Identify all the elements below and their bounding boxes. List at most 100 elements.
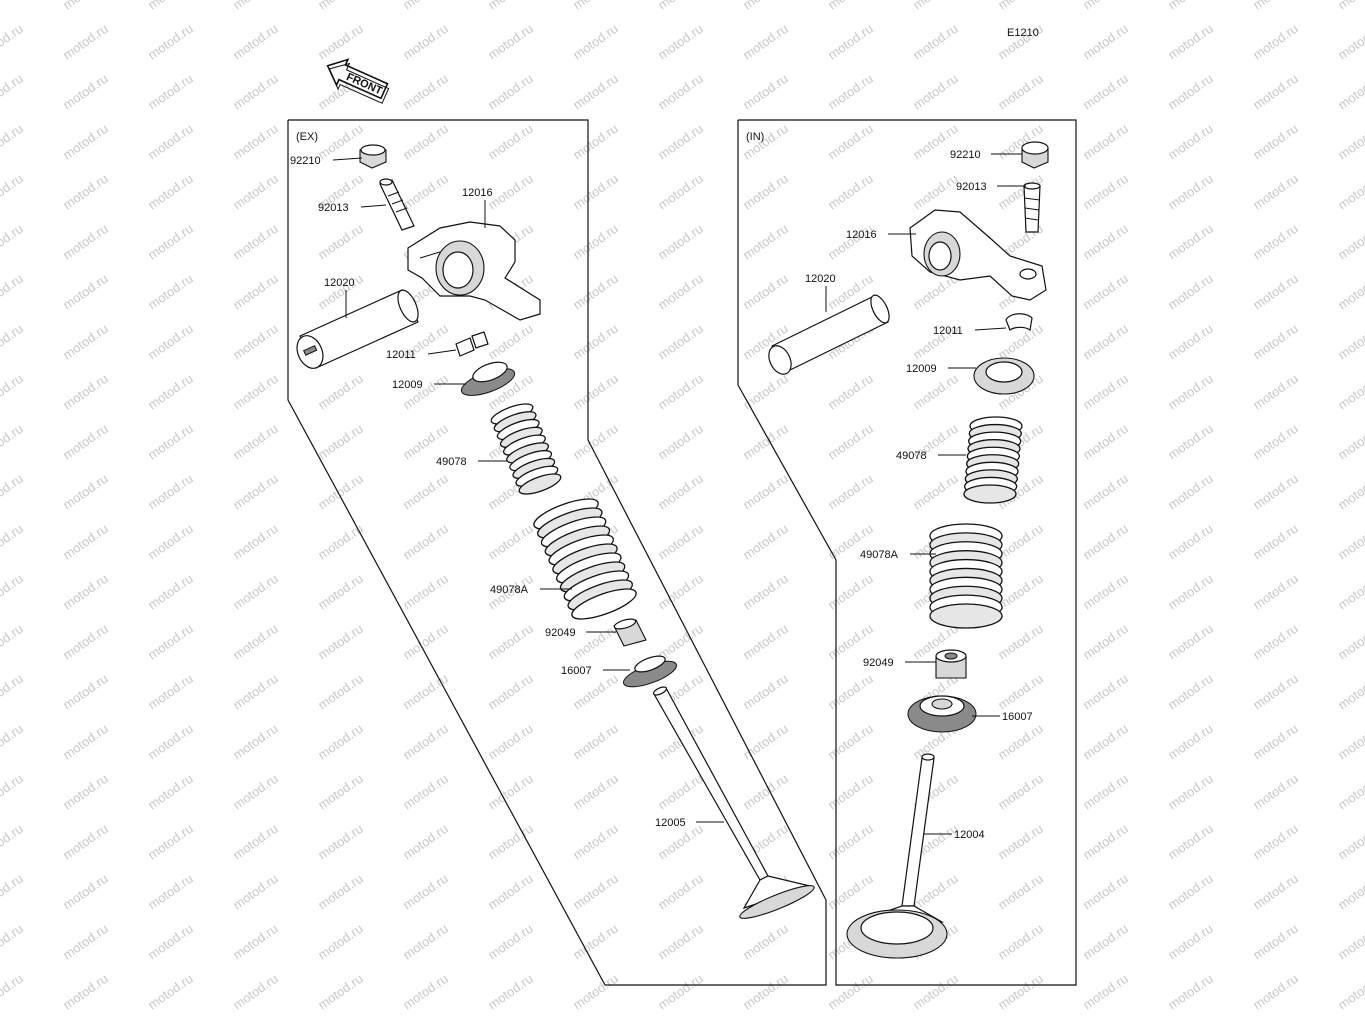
watermark-text: motod.ru bbox=[825, 571, 876, 613]
watermark-text: motod.ru bbox=[60, 221, 111, 263]
watermark-text: motod.ru bbox=[1165, 971, 1216, 1013]
watermark-text: motod.ru bbox=[145, 621, 196, 663]
watermark-text: motod.ru bbox=[400, 571, 451, 613]
watermark-text: motod.ru bbox=[315, 621, 366, 663]
watermark-text: motod.ru bbox=[485, 971, 536, 1013]
watermark-text: motod.ru bbox=[740, 221, 791, 263]
watermark-text: motod.ru bbox=[740, 471, 791, 513]
watermark-text: motod.ru bbox=[570, 121, 621, 163]
watermark-text: motod.ru bbox=[145, 521, 196, 563]
watermark-text: motod.ru bbox=[315, 871, 366, 913]
watermark-text: motod.ru bbox=[0, 571, 26, 613]
watermark-text: motod.ru bbox=[1165, 371, 1216, 413]
ex-inner-spring bbox=[490, 403, 562, 495]
in-retainer-nut bbox=[1021, 141, 1049, 169]
watermark-text: motod.ru bbox=[570, 221, 621, 263]
watermark-text: motod.ru bbox=[655, 71, 706, 113]
watermark-text: motod.ru bbox=[1080, 821, 1131, 863]
watermark-text: motod.ru bbox=[400, 671, 451, 713]
watermark-text: motod.ru bbox=[315, 671, 366, 713]
watermark-text: motod.ru bbox=[145, 971, 196, 1013]
watermark-text: motod.ru bbox=[400, 521, 451, 563]
watermark-text: motod.ru bbox=[230, 721, 281, 763]
watermark-text: motod.ru bbox=[0, 721, 26, 763]
watermark-text: motod.ru bbox=[740, 421, 791, 463]
watermark-text: motod.ru bbox=[145, 321, 196, 363]
watermark-text: motod.ru bbox=[315, 221, 366, 263]
watermark-text: motod.ru bbox=[1335, 821, 1365, 863]
watermark-text: motod.ru bbox=[1335, 271, 1365, 313]
in-callouts: 92210 92013 12016 12020 12011 12009 4907… bbox=[805, 149, 1033, 841]
watermark-text: motod.ru bbox=[400, 871, 451, 913]
watermark-text: motod.ru bbox=[1165, 871, 1216, 913]
watermark-text: motod.ru bbox=[230, 71, 281, 113]
ex-cotter bbox=[455, 331, 489, 357]
ex-rocker-shaft bbox=[296, 289, 419, 369]
watermark-text: motod.ru bbox=[1335, 971, 1365, 1013]
watermark-text: motod.ru bbox=[1080, 221, 1131, 263]
ex-callout-12016: 12016 bbox=[462, 187, 493, 199]
watermark-text: motod.ru bbox=[0, 421, 26, 463]
watermark-text: motod.ru bbox=[1335, 321, 1365, 363]
watermark-text: motod.ru bbox=[230, 821, 281, 863]
watermark-text: motod.ru bbox=[1165, 571, 1216, 613]
in-outer-spring bbox=[929, 523, 1003, 629]
watermark-text: motod.ru bbox=[570, 771, 621, 813]
watermark-text: motod.ru bbox=[315, 471, 366, 513]
watermark-text: motod.ru bbox=[1335, 871, 1365, 913]
watermark-text: motod.ru bbox=[825, 471, 876, 513]
watermark-text: motod.ru bbox=[60, 121, 111, 163]
watermark-text: motod.ru bbox=[230, 871, 281, 913]
watermark-text: motod.ru bbox=[145, 771, 196, 813]
watermark-text: motod.ru bbox=[1335, 471, 1365, 513]
watermark-text: motod.ru bbox=[825, 421, 876, 463]
watermark-text: motod.ru bbox=[1165, 721, 1216, 763]
watermark-text: motod.ru bbox=[145, 121, 196, 163]
watermark-text: motod.ru bbox=[145, 371, 196, 413]
watermark-text: motod.ru bbox=[570, 721, 621, 763]
watermark-text: motod.ru bbox=[400, 971, 451, 1013]
watermark-text: motod.ru bbox=[145, 221, 196, 263]
watermark-text: motod.ru bbox=[1080, 121, 1131, 163]
watermark-text: motod.ru bbox=[485, 821, 536, 863]
in-callout-12004: 12004 bbox=[954, 829, 985, 841]
watermark-text: motod.ru bbox=[400, 471, 451, 513]
watermark-text: motod.ru bbox=[0, 771, 26, 813]
in-panel-frame bbox=[737, 119, 1077, 986]
watermark-text: motod.ru bbox=[145, 471, 196, 513]
in-inner-spring bbox=[963, 416, 1023, 504]
watermark-text: motod.ru bbox=[1165, 671, 1216, 713]
watermark-text: motod.ru bbox=[1080, 771, 1131, 813]
watermark-text: motod.ru bbox=[1165, 521, 1216, 563]
watermark-text: motod.ru bbox=[570, 21, 621, 63]
ex-callout-12011: 12011 bbox=[386, 349, 416, 361]
watermark-text: motod.ru bbox=[1250, 821, 1301, 863]
watermark-text: motod.ru bbox=[655, 521, 706, 563]
watermark-text: motod.ru bbox=[570, 71, 621, 113]
watermark-text: motod.ru bbox=[1080, 871, 1131, 913]
watermark-text: motod.ru bbox=[60, 771, 111, 813]
watermark-text: motod.ru bbox=[60, 671, 111, 713]
watermark-text: motod.ru bbox=[655, 971, 706, 1013]
watermark-text: motod.ru bbox=[145, 921, 196, 963]
watermark-text: motod.ru bbox=[825, 771, 876, 813]
in-rocker-shaft bbox=[768, 294, 890, 375]
watermark-text: motod.ru bbox=[1165, 121, 1216, 163]
ex-callout-49078A: 49078A bbox=[490, 584, 529, 596]
ex-callout-49078: 49078 bbox=[436, 456, 467, 468]
watermark-text: motod.ru bbox=[740, 0, 791, 12]
watermark-text: motod.ru bbox=[910, 0, 961, 12]
in-callout-12020: 12020 bbox=[805, 273, 836, 285]
watermark-text: motod.ru bbox=[1080, 21, 1131, 63]
ex-callouts: 92210 92013 12016 12020 12011 12009 4907… bbox=[290, 155, 686, 829]
watermark-text: motod.ru bbox=[60, 871, 111, 913]
watermark-text: motod.ru bbox=[0, 371, 26, 413]
watermark-text: motod.ru bbox=[1250, 971, 1301, 1013]
watermark-text: motod.ru bbox=[1165, 271, 1216, 313]
watermark-text: motod.ru bbox=[60, 621, 111, 663]
watermark-text: motod.ru bbox=[230, 271, 281, 313]
watermark-text: motod.ru bbox=[0, 121, 26, 163]
watermark-text: motod.ru bbox=[570, 0, 621, 12]
watermark-text: motod.ru bbox=[1080, 621, 1131, 663]
watermark-text: motod.ru bbox=[825, 821, 876, 863]
